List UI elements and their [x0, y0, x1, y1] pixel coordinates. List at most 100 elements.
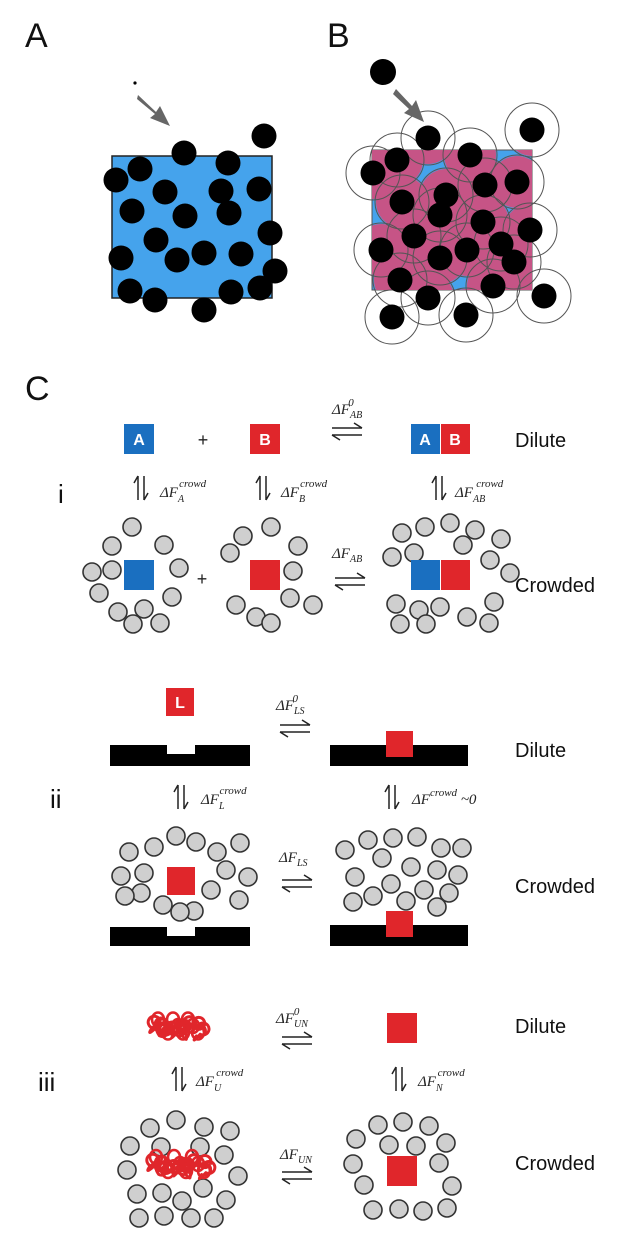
crowder-ball	[208, 178, 234, 204]
crowder-ball	[262, 258, 288, 284]
crowder-circle	[414, 880, 434, 900]
crowder-ball	[172, 203, 198, 229]
complex-label-b: B	[449, 432, 461, 449]
exclusion-ring	[353, 222, 409, 278]
crowder-circle	[429, 1153, 449, 1173]
coil-loop	[196, 1162, 212, 1180]
panel-b-diagram	[345, 59, 572, 345]
crowder-ball	[247, 275, 273, 301]
panel-label-c: C	[25, 370, 50, 408]
crowder-circle	[82, 562, 102, 582]
crowder-ball	[164, 247, 190, 273]
state-crowded: Crowded	[515, 575, 595, 597]
crowder-circle	[154, 535, 174, 555]
state-dilute: Dilute	[515, 740, 566, 762]
crowder-circle	[363, 1200, 383, 1220]
equilibrium-arrow-icon	[281, 874, 313, 893]
crowder-ball	[108, 245, 134, 271]
crowder-ball	[257, 220, 283, 246]
exclusion-ring	[374, 174, 430, 230]
crowder-circle	[166, 1110, 186, 1130]
vertical-equilibrium-arrow-icon	[171, 1066, 187, 1092]
crowder-circle	[220, 543, 240, 563]
state-crowded: Crowded	[515, 876, 595, 898]
crowder-ball	[501, 249, 527, 275]
scheme-ii: ii Dilute Crowded L ΔFLS0 ΔFLcrowd ΔFcro…	[50, 688, 595, 946]
excluded-shell	[515, 150, 532, 156]
crowder-circle	[131, 883, 151, 903]
crowder-circle	[216, 860, 236, 880]
delta-f-n-crowd: ΔFNcrowd	[417, 1067, 465, 1094]
exclusion-ring	[516, 268, 572, 324]
panel-label-a: A	[25, 17, 48, 55]
crowder-circle	[154, 1206, 174, 1226]
crowder-circle	[283, 561, 303, 581]
crowder-circle	[220, 1121, 240, 1141]
crowder-circle	[379, 1135, 399, 1155]
crowder-ball	[246, 176, 272, 202]
crowder-circle	[382, 547, 402, 567]
crowder-ball	[379, 304, 405, 330]
crowded-bound-ligand	[386, 911, 413, 937]
crowder-ball	[117, 278, 143, 304]
crowder-circle	[406, 1136, 426, 1156]
panel-label-b: B	[327, 17, 350, 55]
state-dilute: Dilute	[515, 430, 566, 452]
delta-f-l-crowd: ΔFLcrowd	[200, 785, 247, 812]
exclusion-ring	[438, 287, 494, 343]
crowder-circle	[427, 897, 447, 917]
crowder-circle	[194, 1117, 214, 1137]
crowder-circle	[102, 536, 122, 556]
crowder-circle	[368, 1115, 388, 1135]
complex-box-b	[441, 424, 470, 454]
excluded-shell	[518, 272, 532, 290]
crowder-circle	[390, 614, 410, 634]
crowder-ball	[531, 283, 557, 309]
delta-f-ls: ΔFLS	[278, 850, 308, 869]
crowder-circle	[354, 1175, 374, 1195]
crowder-circle	[401, 857, 421, 877]
crowder-ball	[142, 287, 168, 313]
crowded-complex-b	[441, 560, 470, 590]
ligand-label: L	[175, 695, 185, 712]
roman-ii: ii	[50, 784, 62, 814]
crowder-circle	[439, 883, 459, 903]
exclusion-ring	[400, 110, 456, 166]
roman-iii: iii	[38, 1067, 55, 1097]
crowder-circle	[404, 543, 424, 563]
crowder-circle	[193, 1178, 213, 1198]
crowder-circle	[120, 1136, 140, 1156]
crowder-circle	[261, 613, 281, 633]
crowder-ball	[191, 240, 217, 266]
crowder-circle	[346, 1129, 366, 1149]
crowder-circle	[230, 833, 250, 853]
crowder-cluster	[117, 1110, 248, 1228]
box-a	[124, 424, 154, 454]
crowder-circle	[372, 848, 392, 868]
crowder-ball	[218, 279, 244, 305]
arrow-icon	[393, 89, 424, 122]
crowder-ball	[504, 169, 530, 195]
crowder-circle	[415, 517, 435, 537]
crowded-unfolded-chain	[145, 1148, 217, 1181]
crowder-circle	[392, 523, 412, 543]
exclusion-ring	[400, 270, 456, 326]
coil-loop	[178, 1162, 194, 1180]
crowder-ball	[387, 267, 413, 293]
crowder-circle	[303, 595, 323, 615]
equilibrium-arrow-icon	[331, 422, 363, 441]
state-crowded: Crowded	[515, 1153, 595, 1175]
native-protein-box	[387, 1013, 417, 1043]
crowder-circle	[172, 1191, 192, 1211]
crowder-circle	[500, 563, 520, 583]
crowded-binding-surface	[110, 927, 250, 946]
excluded-shell	[403, 272, 453, 290]
exclusion-ring	[504, 102, 560, 158]
crowder-cluster	[220, 517, 323, 633]
crowder-ball	[470, 209, 496, 235]
crowder-circle	[123, 614, 143, 634]
crowder-cluster	[382, 513, 520, 634]
crowder-circle	[381, 874, 401, 894]
crowder-circle	[144, 837, 164, 857]
plus-sign: +	[197, 569, 208, 589]
